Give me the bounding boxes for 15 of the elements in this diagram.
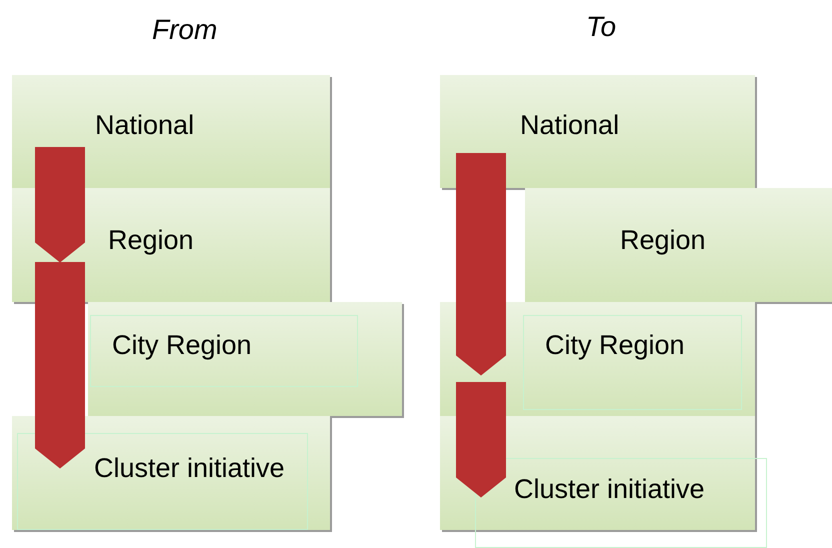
level-band bbox=[88, 302, 402, 416]
level-label: National bbox=[95, 109, 194, 141]
level-band bbox=[440, 75, 755, 188]
level-label: Region bbox=[620, 224, 706, 256]
level-label: City Region bbox=[112, 329, 252, 361]
level-band bbox=[525, 188, 832, 302]
level-label: National bbox=[520, 109, 620, 141]
level-label: City Region bbox=[545, 329, 685, 361]
column-heading: From bbox=[152, 14, 218, 46]
level-label: Cluster initiative bbox=[514, 473, 705, 505]
column-heading: To bbox=[586, 11, 616, 43]
level-band bbox=[12, 416, 330, 530]
level-band bbox=[12, 75, 330, 188]
level-label: Region bbox=[108, 224, 194, 256]
level-label: Cluster initiative bbox=[94, 452, 285, 484]
